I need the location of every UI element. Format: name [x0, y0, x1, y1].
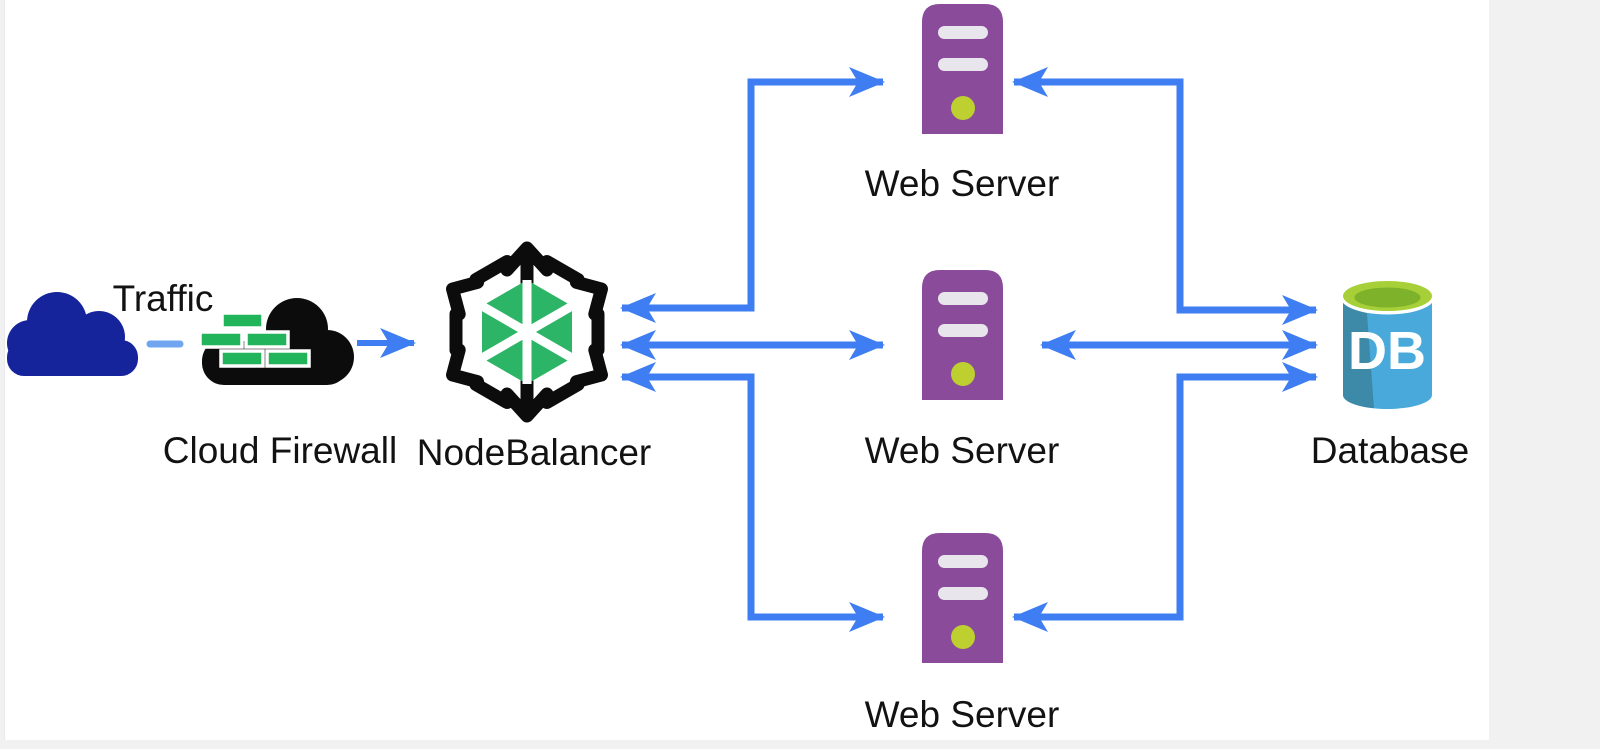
node-label-webserver-top: Web Server	[864, 163, 1060, 204]
node-label-webserver-bottom: Web Server	[864, 694, 1060, 735]
connector-webserver-top-database	[1012, 67, 1318, 325]
connector-nodebalancer-webserver-top	[620, 67, 885, 323]
node-label-traffic: Traffic	[112, 278, 214, 319]
node-label-database: Database	[1310, 430, 1470, 471]
node-label-webserver-middle: Web Server	[864, 430, 1060, 471]
database-cylinder-icon: DB	[1341, 281, 1434, 409]
firewall-cloud-icon	[198, 298, 354, 385]
server-tower-icon-middle	[922, 270, 1003, 400]
nodebalancer-hexagon-icon	[446, 241, 608, 423]
connector-nodebalancer-webserver-bottom	[620, 362, 885, 632]
node-label-nodebalancer: NodeBalancer	[416, 432, 652, 473]
cloud-icon	[7, 292, 138, 376]
connector-webserver-bottom-database	[1012, 362, 1318, 632]
database-icon-text: DB	[1348, 321, 1426, 381]
firewall-bricks	[198, 311, 311, 368]
server-tower-icon-top	[922, 4, 1003, 134]
server-tower-icon-bottom	[922, 533, 1003, 663]
node-label-cloud-firewall: Cloud Firewall	[162, 430, 398, 471]
